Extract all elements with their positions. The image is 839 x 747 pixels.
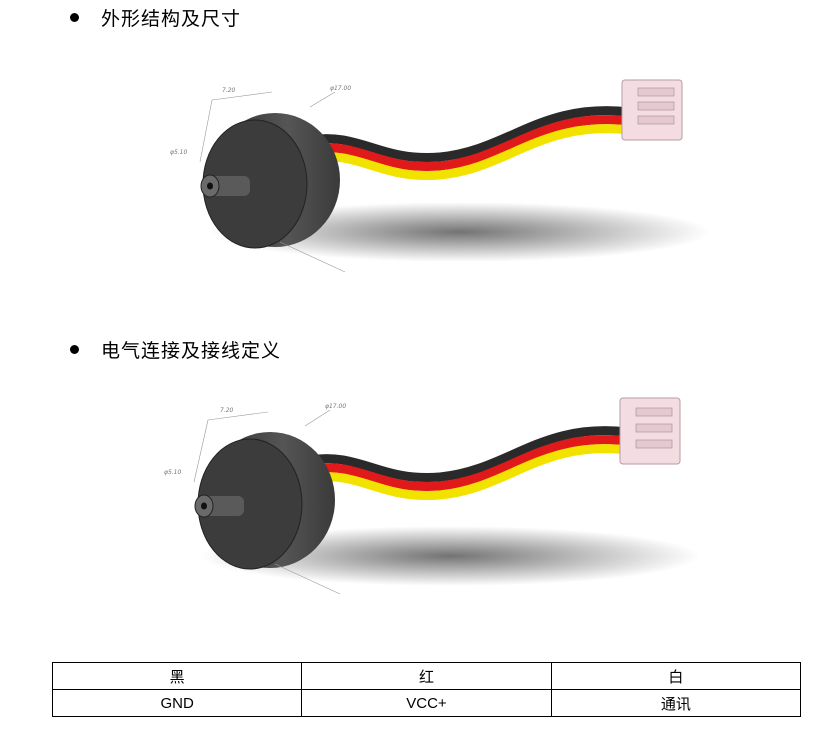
- bullet-icon: [70, 13, 79, 22]
- pin-comm: 通讯: [550, 689, 802, 717]
- bullet-icon: [70, 345, 79, 354]
- pin-vcc: VCC+: [301, 689, 552, 717]
- section-title: 电气连接及接线定义: [101, 340, 282, 362]
- wire-color-white: 白: [550, 662, 802, 690]
- pin-gnd: GND: [51, 689, 303, 717]
- section-heading-wiring: 电气连接及接线定义: [70, 336, 281, 363]
- dimension-label: 7.20: [222, 87, 236, 94]
- drop-shadow: [200, 526, 700, 586]
- drop-shadow: [210, 202, 710, 262]
- wire-black: [309, 426, 629, 483]
- wire-red: [309, 115, 631, 172]
- dimension-label: φ5.10: [170, 149, 188, 156]
- table-row: GND VCC+ 通讯: [51, 689, 802, 717]
- dimension-label: φ17.00: [330, 85, 351, 92]
- wire-black: [309, 106, 631, 163]
- section-title: 外形结构及尺寸: [101, 8, 242, 30]
- dimension-label: φ5.10: [164, 469, 182, 476]
- table-row: 黑 红 白: [51, 662, 802, 690]
- dimension-label: 7.20: [220, 407, 234, 414]
- wire-color-black: 黑: [51, 662, 303, 690]
- wire-yellow: [309, 444, 629, 501]
- wire-red: [309, 435, 629, 492]
- section-heading-dimensions: 外形结构及尺寸: [70, 4, 241, 31]
- sensor-image-dimensions: 7.20 φ17.00 φ5.10: [160, 62, 730, 292]
- wire-yellow: [309, 124, 631, 181]
- dimension-label: φ17.00: [325, 403, 346, 410]
- sensor-image-wiring: 7.20 φ17.00 φ5.10: [150, 388, 720, 618]
- wire-color-red: 红: [301, 662, 552, 690]
- pin-definition-table: 黑 红 白 GND VCC+ 通讯: [51, 662, 802, 717]
- sensor-drawing: 7.20 φ17.00 φ5.10: [164, 397, 700, 595]
- sensor-drawing: 7.20 φ17.00 φ5.10: [170, 79, 710, 273]
